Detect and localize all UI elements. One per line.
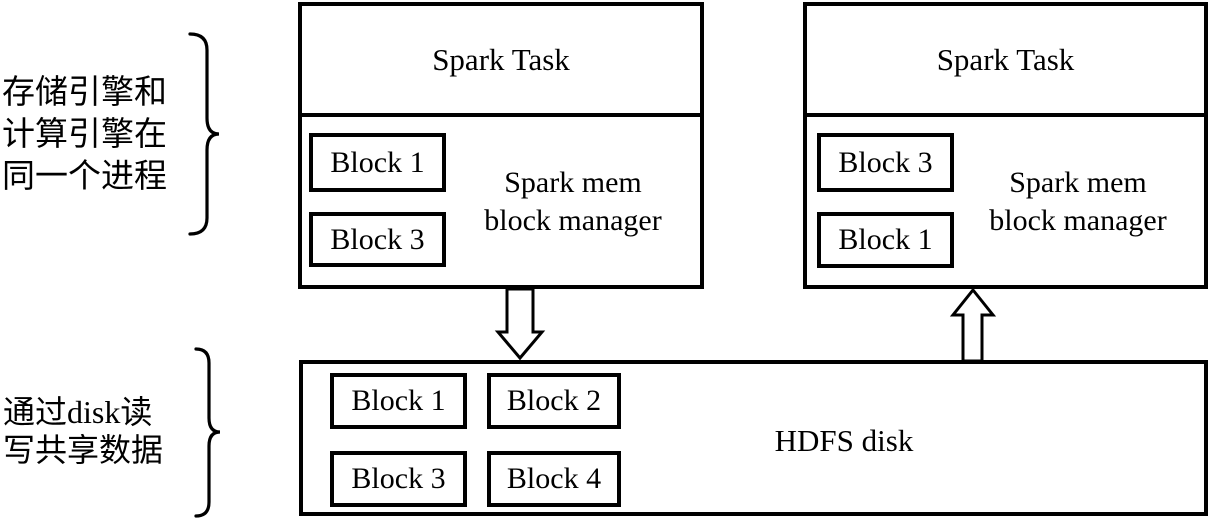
curly-brace-bottom xyxy=(194,347,221,518)
hdfs-block-label: Block 2 xyxy=(506,384,602,417)
mem-block-label: Block 1 xyxy=(838,223,933,256)
annotation-disk-share: 通过disk读 写共享数据 xyxy=(3,393,163,469)
annotation-line: 写共享数据 xyxy=(3,432,164,468)
spark-task-title-left: Spark Task xyxy=(302,6,700,117)
mem-block: Block 1 xyxy=(309,133,446,192)
hdfs-disk-label: HDFS disk xyxy=(774,423,914,458)
up-arrow xyxy=(949,288,997,363)
mem-block: Block 3 xyxy=(817,133,954,192)
mem-block-label: Block 1 xyxy=(330,145,425,179)
hdfs-block-label: Block 1 xyxy=(351,384,446,417)
mem-block-label: Block 3 xyxy=(330,222,425,256)
mem-block: Block 1 xyxy=(817,212,954,268)
spark-task-title-right: Spark Task xyxy=(807,6,1204,117)
manager-line1: Spark mem xyxy=(1009,166,1147,199)
manager-line2: block manager xyxy=(484,204,662,237)
mem-block: Block 3 xyxy=(309,212,446,267)
annotation-same-process: 存储引擎和 计算引擎在 同一个进程 xyxy=(2,72,167,198)
hdfs-block: Block 1 xyxy=(330,373,467,429)
spark-task-label: Spark Task xyxy=(936,41,1075,77)
hdfs-block: Block 2 xyxy=(487,373,621,429)
annotation-line: 计算引擎在 xyxy=(2,117,167,153)
manager-line1: Spark mem xyxy=(504,166,642,199)
spark-task-label: Spark Task xyxy=(432,41,570,77)
mem-block-label: Block 3 xyxy=(838,145,933,179)
hdfs-block-label: Block 4 xyxy=(506,462,602,495)
curly-brace-top xyxy=(188,32,220,236)
spark-mem-block-manager-label-right: Spark mem block manager xyxy=(938,164,1211,240)
manager-line2: block manager xyxy=(989,204,1167,237)
annotation-line: 通过disk读 xyxy=(3,394,153,430)
spark-mem-block-manager-label-left: Spark mem block manager xyxy=(433,164,713,240)
hdfs-block: Block 3 xyxy=(330,451,467,507)
annotation-line: 存储引擎和 xyxy=(2,75,167,111)
annotation-line: 同一个进程 xyxy=(2,159,167,195)
hdfs-block-label: Block 3 xyxy=(351,462,446,495)
hdfs-block: Block 4 xyxy=(487,451,621,507)
down-arrow xyxy=(494,287,546,361)
